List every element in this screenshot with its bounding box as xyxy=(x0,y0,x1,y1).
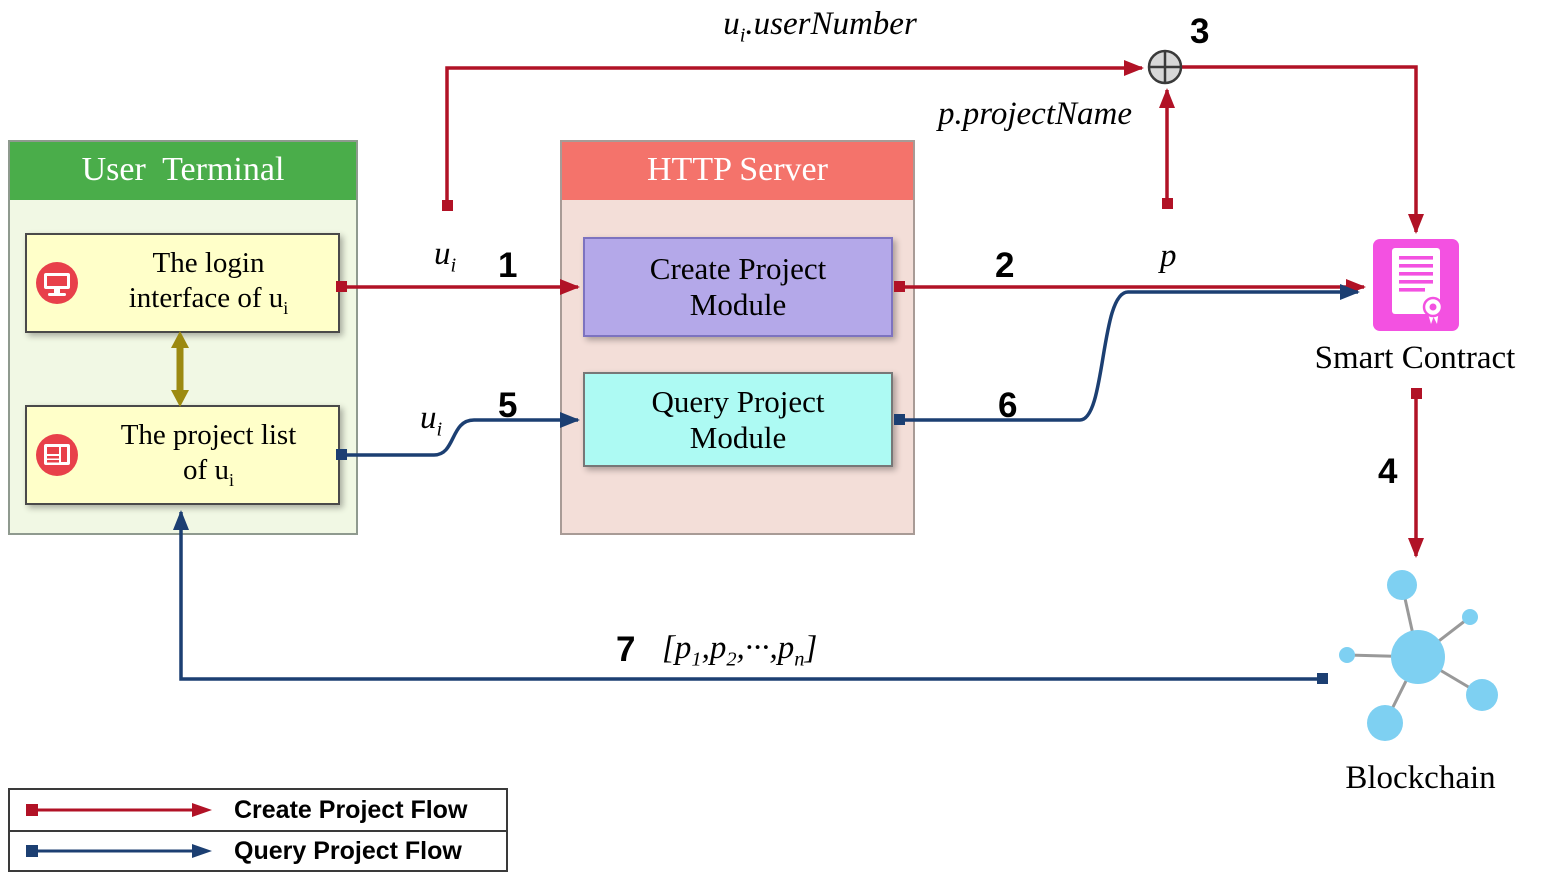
smart-contract-label: Smart Contract xyxy=(1314,340,1516,376)
legend-query-flow-label: Query Project Flow xyxy=(234,836,462,865)
legend-query-flow-row: Query Project Flow xyxy=(10,830,506,870)
result-list-label: [p1,p2,···,pn] xyxy=(662,630,818,671)
blockchain-icon xyxy=(1339,570,1498,741)
project-list-label: The project list of ui xyxy=(120,419,297,490)
u-label-flow-5: ui xyxy=(420,400,443,441)
http-server-panel: HTTP Server xyxy=(560,140,915,535)
step-7-label: 7 xyxy=(616,630,636,669)
smart-contract-icon xyxy=(1373,239,1459,331)
step-2-label: 2 xyxy=(995,246,1015,285)
u-label-flow-1: ui xyxy=(434,236,457,277)
legend-query-arrow-icon xyxy=(26,844,212,858)
project-name-label: p.projectName xyxy=(938,96,1132,132)
xor-to-contract-arrow xyxy=(1181,65,1424,234)
flow-4-start-square xyxy=(1411,388,1422,399)
project-list-box: The project list of ui xyxy=(25,405,340,505)
user-number-start-square xyxy=(442,200,453,211)
legend-create-arrow-icon xyxy=(26,803,212,817)
create-project-module: Create Project Module xyxy=(583,237,893,337)
blockchain-label: Blockchain xyxy=(1345,760,1496,796)
list-icon xyxy=(36,434,78,476)
step-6-label: 6 xyxy=(998,386,1018,425)
http-server-title: HTTP Server xyxy=(562,142,913,200)
legend-create-flow-row: Create Project Flow xyxy=(10,790,506,830)
user-number-label: ui.userNumber xyxy=(723,6,917,47)
query-project-module: Query Project Module xyxy=(583,372,893,467)
legend-create-flow-label: Create Project Flow xyxy=(234,795,468,824)
flow-5-arrow xyxy=(341,412,580,457)
legend: Create Project Flow Query Project Flow xyxy=(8,788,508,872)
step-4-label: 4 xyxy=(1378,452,1398,491)
step-3-label: 3 xyxy=(1190,12,1210,51)
step-1-label: 1 xyxy=(498,246,518,285)
step-5-label: 5 xyxy=(498,386,518,425)
p-label: p xyxy=(1160,238,1177,274)
login-interface-box: The login interface of ui xyxy=(25,233,340,333)
login-interface-label: The login interface of ui xyxy=(128,247,289,318)
xor-icon xyxy=(1147,49,1183,85)
monitor-icon xyxy=(36,262,78,304)
user-terminal-title: User Terminal xyxy=(10,142,356,200)
project-name-start-square xyxy=(1162,198,1173,209)
